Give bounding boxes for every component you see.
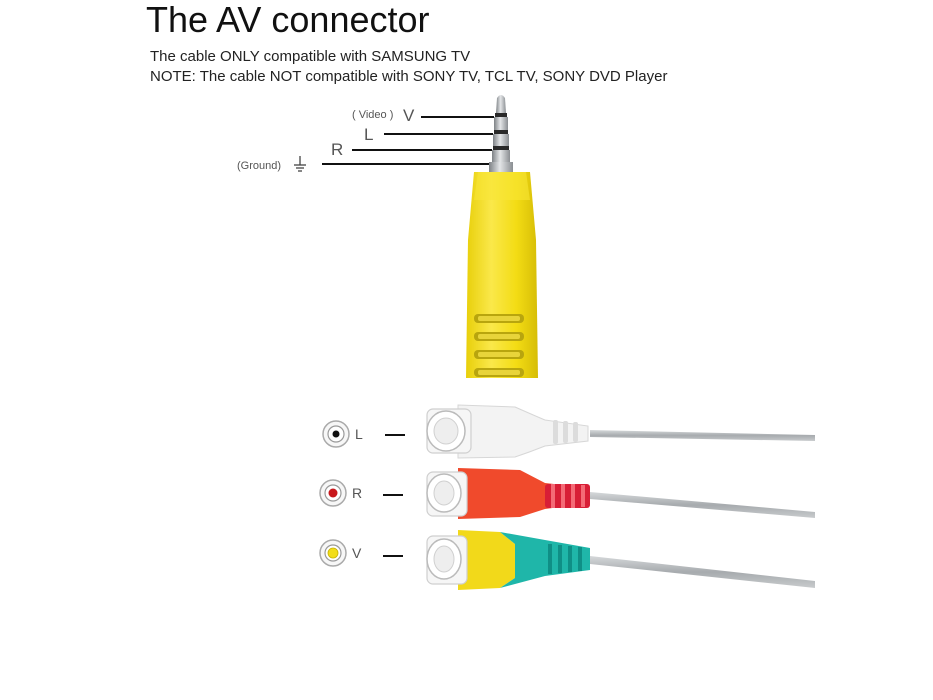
cable-l — [590, 430, 815, 441]
rca-label-r: R — [352, 485, 362, 501]
pin-leader-lines — [322, 116, 494, 165]
cable-v — [590, 556, 815, 588]
video-pin-hint: ( Video ) — [352, 109, 393, 121]
rca-cables — [590, 430, 815, 588]
rca-connector-r — [426, 468, 590, 519]
rca-jack-icon-v — [319, 539, 347, 567]
ground-icon — [294, 156, 306, 172]
left-pin-label: L — [364, 125, 373, 144]
video-pin-label: V — [403, 106, 415, 125]
rca-label-v: V — [352, 545, 362, 561]
rca-connector-l — [426, 404, 589, 459]
jack-grip-slots — [474, 314, 524, 377]
jack-metal-pin — [489, 95, 513, 172]
rca-connector-v — [426, 530, 590, 590]
rca-jack-icon-l — [322, 420, 350, 448]
jack-body — [466, 172, 538, 378]
jack-plug — [466, 95, 538, 378]
ground-pin-hint: (Ground) — [237, 160, 281, 172]
compatibility-note: The cable ONLY compatible with SAMSUNG T… — [150, 48, 471, 65]
incompatibility-note: NOTE: The cable NOT compatible with SONY… — [150, 68, 668, 85]
rca-jack-icon-r — [319, 479, 347, 507]
right-pin-label: R — [331, 140, 343, 159]
rca-label-l: L — [355, 426, 363, 442]
cable-r — [590, 492, 815, 518]
page-title: The AV connector — [146, 0, 430, 40]
